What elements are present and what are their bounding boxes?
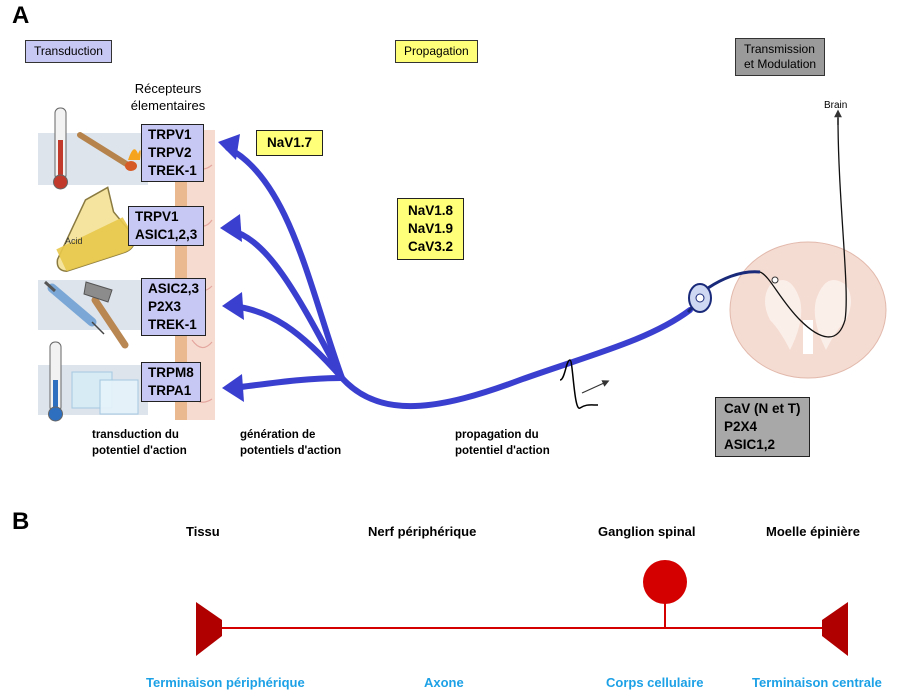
caption-line: potentiel d'action — [92, 445, 187, 457]
thermometer-hot-icon — [53, 107, 68, 190]
header-ganglion: Ganglion spinal — [598, 524, 696, 539]
receptors-heading-line2: élementaires — [130, 98, 206, 113]
caption-transduction: transduction du potentiel d'action — [92, 427, 187, 459]
match-icon — [77, 132, 141, 171]
syringe-icon — [43, 280, 105, 335]
header-tissu: Tissu — [186, 524, 220, 539]
ice-cubes-icon — [71, 371, 139, 415]
receptor-item: TRPV2 — [148, 145, 192, 160]
receptor-item: TRPV1 — [135, 209, 179, 224]
caption-line: génération de — [240, 429, 316, 441]
stage-transmission: Transmission et Modulation — [735, 38, 826, 76]
action-potential-icon — [559, 359, 610, 409]
hammer-icon — [83, 281, 129, 349]
receptor-item: P2X3 — [148, 299, 182, 314]
label-terminaison-centrale: Terminaison centrale — [752, 675, 882, 690]
label-terminaison-peripherique: Terminaison périphérique — [146, 675, 305, 690]
dorsal-root-ganglion — [686, 109, 847, 338]
thermometer-cold-icon — [48, 341, 63, 422]
peripheral-terminal — [196, 602, 222, 656]
receptor-group-mechanical: ASIC2,3 P2X3 TREK-1 — [141, 278, 207, 336]
spinal-cord-icon — [729, 241, 887, 379]
acid-label: Acid — [65, 236, 83, 246]
caption-line: potentiels d'action — [240, 445, 342, 457]
cell-body — [643, 560, 687, 604]
acid-flask-icon — [56, 186, 136, 273]
panel-b-letter: B — [12, 508, 30, 535]
neuron-schematic — [196, 560, 848, 656]
receptor-item: TRPV1 — [148, 127, 192, 142]
nerve-fibers — [225, 145, 693, 410]
stage-transmission-line2: et Modulation — [744, 57, 817, 71]
channel-item: ASIC1,2 — [724, 437, 776, 452]
stage-transmission-line1: Transmission — [744, 42, 815, 56]
caption-line: propagation du — [455, 429, 539, 441]
channel-item: P2X4 — [724, 419, 758, 434]
stage-transduction: Transduction — [25, 40, 112, 63]
channel-item: CaV3.2 — [408, 239, 454, 254]
central-channels-box: CaV (N et T) P2X4 ASIC1,2 — [715, 397, 810, 457]
channel-item: NaV1.8 — [408, 203, 454, 218]
central-terminal — [822, 602, 848, 656]
header-moelle: Moelle épinière — [766, 524, 860, 539]
receptors-heading: Récepteurs élementaires — [118, 80, 218, 114]
receptor-item: TRPM8 — [148, 365, 194, 380]
nav17-box: NaV1.7 — [256, 130, 324, 156]
channel-item: NaV1.9 — [408, 221, 454, 236]
receptor-group-cold: TRPM8 TRPA1 — [141, 362, 201, 402]
label-axone: Axone — [424, 675, 464, 690]
receptor-group-heat: TRPV1 TRPV2 TREK-1 — [141, 124, 204, 182]
receptors-heading-line1: Récepteurs — [134, 81, 202, 96]
receptor-item: TREK-1 — [148, 317, 197, 332]
receptor-item: ASIC1,2,3 — [135, 227, 198, 242]
receptor-group-acid: TRPV1 ASIC1,2,3 — [128, 206, 205, 246]
brain-label: Brain — [824, 100, 848, 111]
caption-line: potentiel d'action — [455, 445, 550, 457]
label-corps-cellulaire: Corps cellulaire — [606, 675, 704, 690]
receptor-item: TRPA1 — [148, 383, 192, 398]
panel-a-letter: A — [12, 2, 30, 29]
receptor-item: ASIC2,3 — [148, 281, 200, 296]
caption-generation: génération de potentiels d'action — [240, 427, 341, 459]
nerve-arrowheads — [218, 134, 244, 402]
header-nerf: Nerf périphérique — [368, 524, 477, 539]
stage-propagation: Propagation — [395, 40, 478, 63]
receptor-item: TREK-1 — [148, 163, 197, 178]
propagation-channels-box: NaV1.8 NaV1.9 CaV3.2 — [397, 198, 465, 260]
caption-propagation: propagation du potentiel d'action — [455, 427, 550, 459]
caption-line: transduction du — [92, 429, 179, 441]
channel-item: CaV (N et T) — [724, 401, 801, 416]
